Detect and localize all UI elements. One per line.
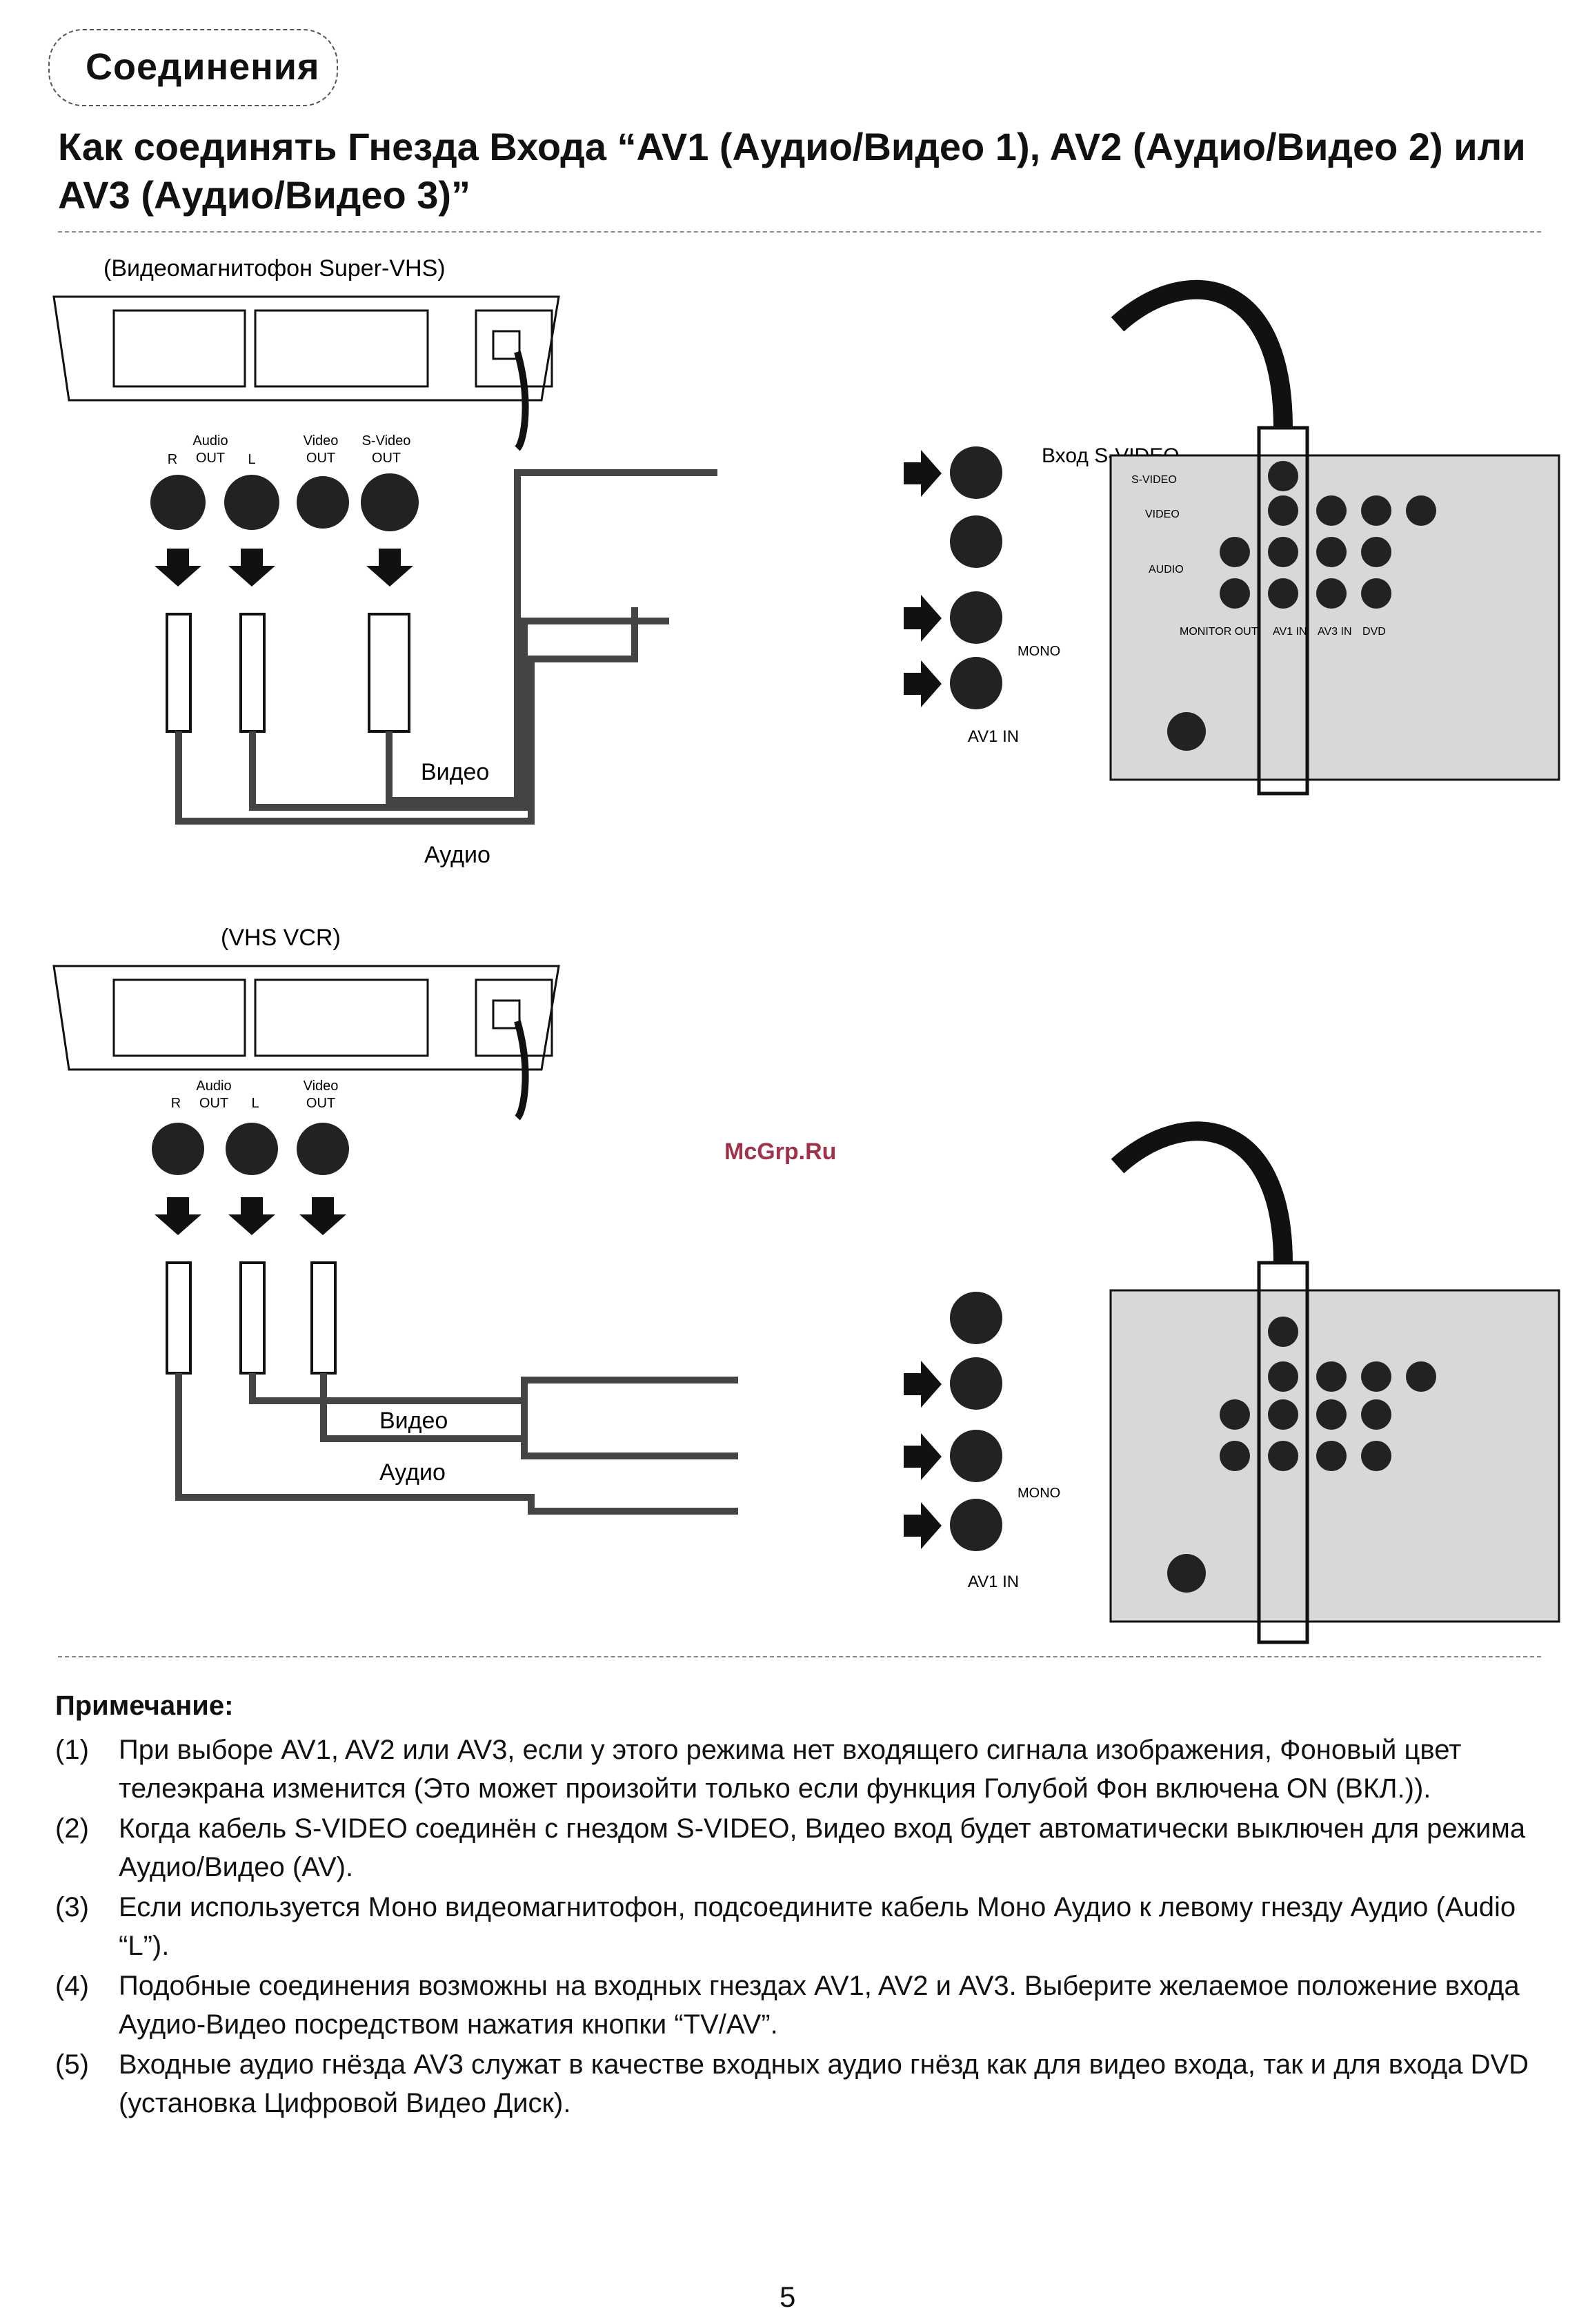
svg-text:MONITOR OUT: MONITOR OUT [1180, 626, 1258, 638]
svg-text:AV3 IN: AV3 IN [1318, 626, 1352, 638]
svg-text:Video: Video [304, 1079, 339, 1094]
top-cable-video-label: Видео [421, 759, 489, 785]
svg-text:S-Video: S-Video [362, 433, 411, 449]
svg-text:OUT: OUT [306, 451, 335, 466]
tv-rear-panel: S-VIDEO VIDEO AUDIO MONITOR OUT AV1 IN A… [1109, 279, 1560, 796]
page-title: Как соединять Гнезда Входа “AV1 (Аудио/В… [58, 125, 1526, 217]
note-3: (3)Если используется Моно видеомагнитофо… [55, 1892, 1516, 1961]
note-2: (2)Когда кабель S-VIDEO соединён с гнезд… [55, 1813, 1526, 1882]
vcr-power-cord [514, 351, 529, 451]
svg-text:MONO: MONO [1018, 1486, 1060, 1501]
down-arrows [155, 549, 413, 587]
vhs-vcr [52, 965, 560, 1071]
audio-r-out-jack [150, 475, 206, 530]
watermark: McGrp.Ru [724, 1139, 837, 1165]
svg-text:L: L [251, 1096, 259, 1111]
svideo-out-jack [361, 473, 419, 531]
svg-text:OUT: OUT [372, 451, 401, 466]
svg-text:Video: Video [304, 433, 339, 449]
svhs-vcr [52, 295, 560, 402]
page-number: 5 [780, 2281, 796, 2313]
note-1: (1)При выборе AV1, AV2 или AV3, если у э… [55, 1735, 1462, 1804]
av1-input-jacks [950, 446, 1002, 709]
svg-text:OUT: OUT [306, 1096, 335, 1111]
note-4: (4)Подобные соединения возможны на входн… [55, 1971, 1520, 2040]
video-in-jack [950, 515, 1002, 568]
svg-text:AV1 IN: AV1 IN [1273, 626, 1307, 638]
svideo-in-jack [950, 446, 1002, 499]
svg-text:DVD: DVD [1362, 626, 1386, 638]
svg-text:Аудио: Аудио [379, 1459, 446, 1486]
cables [175, 469, 717, 825]
right-arrows [904, 450, 942, 707]
svg-text:S-VIDEO: S-VIDEO [1131, 474, 1177, 486]
audio-r-in-jack [950, 657, 1002, 709]
bottom-connection-diagram: (VHS VCR) Audio OUT R L Video OUT Видео … [52, 925, 1560, 1644]
note-5: (5)Входные аудио гнёзда AV3 служат в кач… [55, 2049, 1529, 2118]
top-device-caption: (Видеомагнитофон Super-VHS) [103, 255, 446, 282]
svg-text:OUT: OUT [199, 1096, 228, 1111]
top-cable-audio-label: Аудио [424, 842, 490, 868]
rca-plugs [166, 613, 410, 733]
svg-text:AV1 IN: AV1 IN [968, 1573, 1019, 1591]
svg-text:L: L [248, 452, 255, 467]
audio-l-out-jack [224, 475, 279, 530]
audio-l-in-jack [950, 591, 1002, 644]
av1-in-label: AV1 IN [968, 727, 1019, 746]
svg-text:OUT: OUT [196, 451, 225, 466]
svg-text:Audio: Audio [196, 1079, 231, 1094]
bottom-device-caption: (VHS VCR) [221, 925, 341, 951]
video-out-jack [297, 476, 349, 529]
svg-text:R: R [171, 1096, 181, 1111]
svg-text:AUDIO: AUDIO [1149, 564, 1184, 575]
section-badge: Соединения [48, 29, 338, 106]
svg-text:Видео: Видео [379, 1408, 448, 1434]
svg-text:MONO: MONO [1018, 644, 1060, 659]
divider-bottom [58, 1656, 1541, 1657]
divider-top [58, 231, 1541, 233]
svg-text:VIDEO: VIDEO [1145, 509, 1180, 520]
vcr-output-jacks [150, 473, 419, 531]
svg-text:R: R [168, 452, 177, 467]
section-title: Соединения [86, 46, 320, 88]
svg-text:Audio: Audio [192, 433, 228, 449]
notes-heading: Примечание: [55, 1691, 234, 1721]
top-connection-diagram: (Видеомагнитофон Super-VHS) Audio OUT R … [52, 255, 1560, 868]
